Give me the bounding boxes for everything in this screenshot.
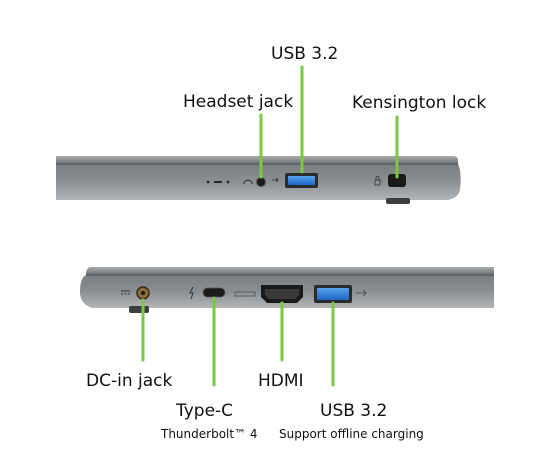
usb-icon [356, 289, 367, 297]
laptop-foot [386, 198, 410, 204]
headset-jack-label: Headset jack [183, 92, 294, 112]
kensington-slot [388, 174, 406, 187]
status-led [214, 181, 222, 183]
headset-icon [243, 179, 253, 185]
usb-label-bottom: USB 3.2 [320, 401, 388, 421]
usb-icon [272, 177, 279, 183]
status-led [226, 180, 230, 184]
laptop-lid [86, 267, 494, 275]
thunderbolt-icon [189, 286, 194, 300]
laptop-lid [56, 156, 458, 164]
lock-icon [374, 176, 381, 186]
left-side-view [80, 267, 494, 313]
top-leader-lines [259, 65, 399, 179]
usb-label-top: USB 3.2 [271, 44, 339, 64]
type-c-port [202, 287, 226, 298]
dc-in-jack-label: DC-in jack [86, 371, 173, 391]
offline-charging-sublabel: Support offline charging [279, 427, 424, 441]
right-side-view [56, 156, 461, 204]
dc-in-icon [121, 290, 130, 295]
hdmi-icon [234, 291, 256, 297]
kensington-lock-label: Kensington lock [352, 93, 487, 113]
status-led [206, 180, 210, 184]
laptop-foot [129, 306, 149, 313]
headset-jack [256, 177, 266, 187]
type-c-label: Type-C [176, 401, 234, 421]
hdmi-label: HDMI [258, 371, 304, 391]
thunderbolt-sublabel: Thunderbolt™ 4 [161, 427, 258, 441]
bottom-leader-lines [141, 296, 335, 387]
